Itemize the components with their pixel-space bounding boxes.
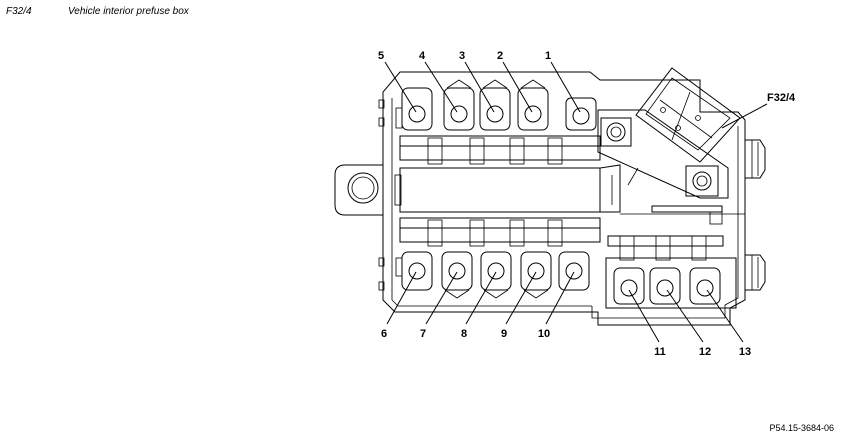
callout-12: 12 — [699, 346, 711, 358]
callout-4: 4 — [419, 50, 426, 62]
upper-terminal-strip — [399, 135, 601, 165]
leader-lines — [384, 61, 768, 343]
fuse-8 — [480, 251, 512, 299]
callout-6: 6 — [381, 328, 387, 340]
component-label: F32/4 — [767, 92, 796, 104]
fuse-13 — [689, 267, 721, 305]
fuse-5 — [395, 87, 433, 131]
callout-labels: 5 4 3 2 1 F32/4 6 7 8 9 10 11 12 13 — [378, 50, 796, 358]
fuse-7 — [441, 251, 473, 299]
fuse-4 — [443, 79, 475, 131]
callout-8: 8 — [461, 328, 467, 340]
callout-11: 11 — [654, 346, 666, 358]
right-fuse-group — [605, 257, 737, 309]
fuse-6 — [395, 251, 433, 291]
callout-5: 5 — [378, 50, 384, 62]
fuse-2 — [517, 79, 549, 131]
callout-9: 9 — [501, 328, 507, 340]
fuse-11 — [613, 267, 645, 305]
header-code: F32/4 — [6, 6, 32, 17]
callout-1: 1 — [545, 50, 551, 62]
warning-symbol-block — [635, 67, 741, 163]
upper-fuse-row — [395, 79, 597, 131]
callout-2: 2 — [497, 50, 503, 62]
callout-7: 7 — [420, 328, 426, 340]
right-side-bar — [620, 205, 745, 225]
fuse-12 — [649, 267, 681, 305]
callout-3: 3 — [459, 50, 465, 62]
fuse-3 — [479, 79, 511, 131]
fuse-10 — [558, 251, 590, 291]
fuse-9 — [520, 251, 552, 299]
mounting-lug — [334, 164, 383, 216]
lower-fuse-row — [395, 251, 590, 299]
busbar-plate — [597, 109, 729, 199]
middle-block — [394, 164, 639, 213]
document-reference: P54.15-3684-06 — [769, 423, 834, 433]
header-title: Vehicle interior prefuse box — [68, 6, 189, 17]
lower-terminal-strip — [399, 217, 724, 261]
housing-outline — [378, 71, 766, 326]
callout-13: 13 — [739, 346, 751, 358]
fuse-1 — [565, 97, 597, 131]
callout-10: 10 — [538, 328, 550, 340]
